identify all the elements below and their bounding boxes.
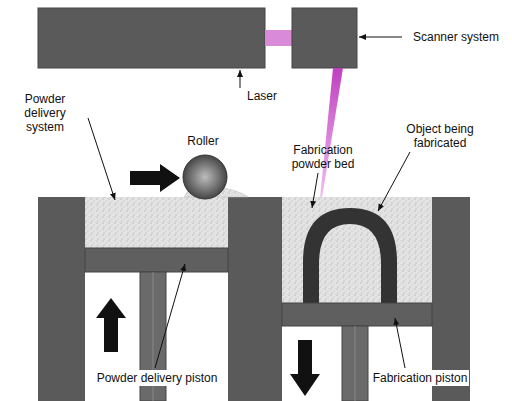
roller-label: Roller <box>173 134 233 148</box>
leader-line <box>359 37 402 38</box>
leader-line <box>395 318 405 368</box>
roller <box>183 155 227 199</box>
leader-line <box>88 118 115 200</box>
scanner-label: Scanner system <box>406 30 506 44</box>
powder-bed-label: Fabrication powder bed <box>278 143 368 171</box>
scanned-beam <box>320 68 343 198</box>
leader-line <box>312 173 318 208</box>
fabrication-piston-plate <box>282 303 432 326</box>
powder-bed <box>282 197 432 303</box>
left-wall <box>38 197 85 401</box>
delivery-piston-plate <box>85 248 228 272</box>
down-arrow <box>290 340 320 396</box>
leader-line <box>378 152 410 211</box>
roller-arrow <box>130 164 180 192</box>
powder-delivery-label: Powder delivery system <box>8 92 82 134</box>
laser-label: Laser <box>232 89 292 103</box>
fabricated-object <box>303 208 397 303</box>
scanner-body <box>292 8 357 68</box>
delivery-piston-label: Powder delivery piston <box>95 370 220 386</box>
laser-body <box>38 8 265 68</box>
middle-wall <box>228 197 282 401</box>
laser-beam <box>265 30 292 46</box>
leader-line <box>155 264 185 368</box>
rod-edge <box>355 326 356 401</box>
up-arrow <box>96 298 126 352</box>
fabrication-piston-rod <box>342 326 368 401</box>
leader-line <box>240 70 241 88</box>
powder-supply <box>85 197 228 248</box>
object-label: Object being fabricated <box>395 122 485 150</box>
fabrication-piston-label: Fabrication piston <box>371 370 470 386</box>
